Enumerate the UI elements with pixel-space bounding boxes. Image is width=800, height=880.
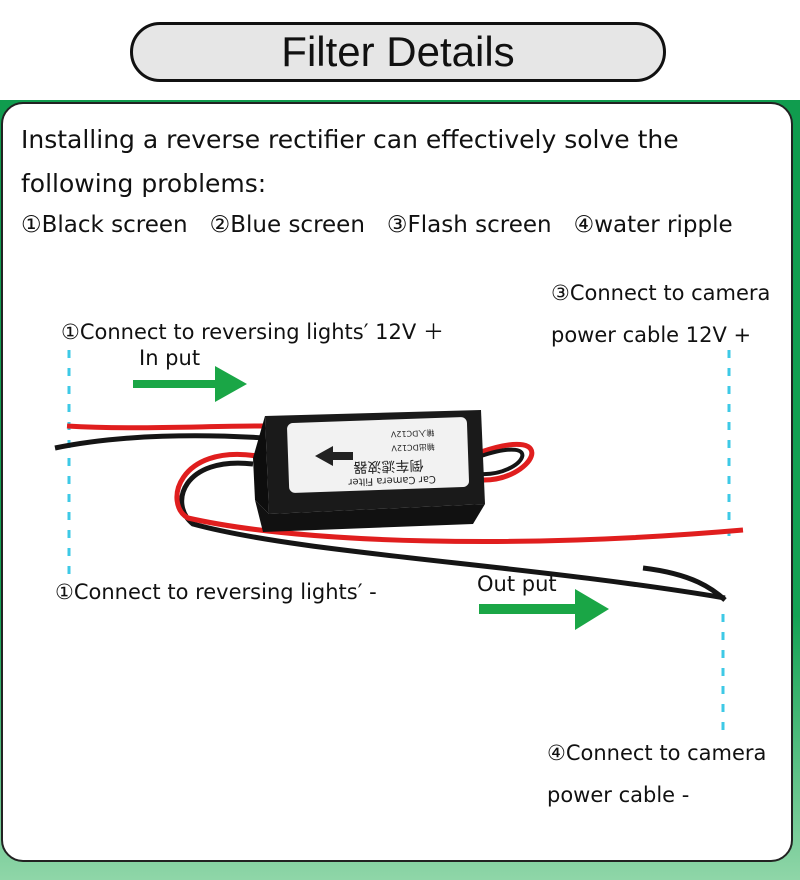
input-positive-label: ①Connect to reversing lights′ 12V ＋ [61,320,444,344]
wiring-illustration: 倒车滤波器 Car Camera Filter 输出DC12V 输入DC12V [54,350,744,732]
module-label-output: 输出DC12V [391,442,435,454]
output-arrow-icon [479,589,609,630]
input-negative-label: ①Connect to reversing lights′ - [55,580,377,604]
module-label-input: 输入DC12V [390,428,434,440]
module-arrow-icon [315,446,353,466]
details-card: Installing a reverse rectifier can effec… [1,102,793,862]
problem-item: ②Blue screen [209,212,365,238]
intro-text: Installing a reverse rectifier can effec… [21,125,679,198]
problem-item: ④water ripple [573,212,733,238]
camera-negative-label: ④Connect to camera power cable - [547,732,766,816]
filter-module: 倒车滤波器 Car Camera Filter 输出DC12V 输入DC12V [253,410,485,532]
input-arrow-icon [133,366,247,402]
output-direction-label: Out put [477,572,557,596]
input-direction-label: In put [139,346,201,370]
loop-wire-red-upper [480,441,535,483]
output-wire-black-end [642,565,727,602]
page-title: Filter Details [130,22,666,82]
camera-negative-line2: power cable - [547,783,690,807]
module-label-title: 倒车滤波器 [353,456,424,475]
module-label-subtitle: Car Camera Filter [347,473,436,487]
problem-list: ①Black screen ②Blue screen ③Flash screen… [21,212,733,238]
problem-item: ③Flash screen [386,212,552,238]
camera-positive-label: ③Connect to camera power cable 12V + [551,272,770,356]
input-wire-black [54,433,266,451]
loop-wire-red [174,451,744,544]
camera-positive-line1: ③Connect to camera [551,281,771,305]
loop-wire-black [179,460,726,601]
camera-positive-line2: power cable 12V + [551,323,752,347]
header-banner: Filter Details [0,0,800,100]
problem-item: ①Black screen [21,212,188,238]
input-wire-red [66,423,266,431]
camera-negative-line1: ④Connect to camera [547,741,767,765]
loop-wire-black-upper [480,447,525,477]
